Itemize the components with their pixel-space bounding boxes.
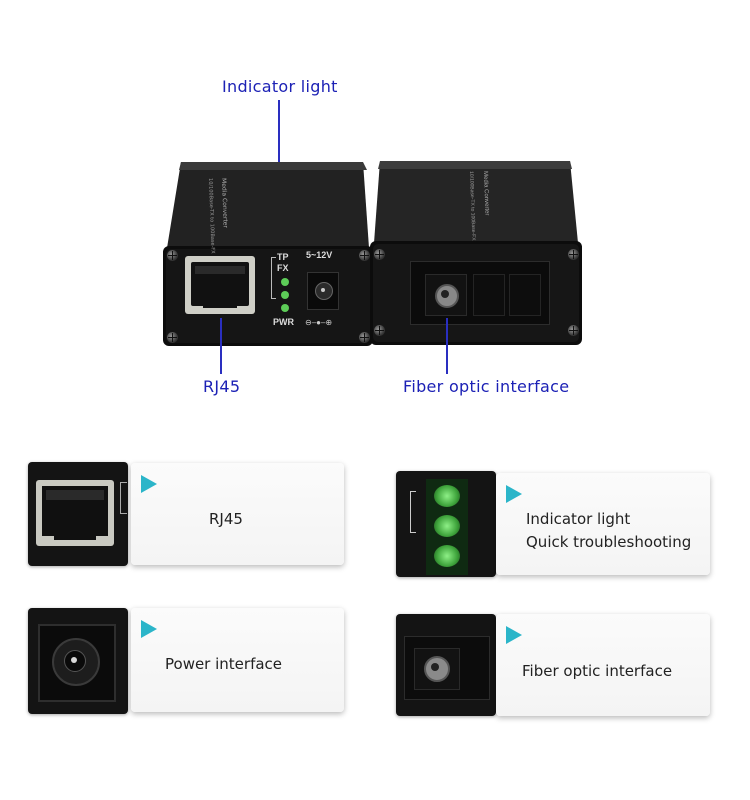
- screw-icon: [568, 325, 579, 336]
- led-green-icon: [434, 485, 460, 507]
- media-converter-right: Media Converter 10/100Base-TX to 100Base…: [370, 157, 584, 347]
- screw-icon: [167, 332, 178, 343]
- screw-icon: [374, 249, 385, 260]
- screw-icon: [359, 250, 370, 261]
- fiber-interface-thumbnail: [396, 614, 496, 716]
- fiber-interface-feature-card: Fiber optic interface: [496, 614, 710, 716]
- feature-title: Indicator light: [526, 510, 631, 528]
- fiber-callout: Fiber optic interface: [403, 377, 570, 396]
- led-tp: [281, 278, 289, 286]
- led-green-icon: [434, 545, 460, 567]
- screw-icon: [167, 250, 178, 261]
- power-interface-thumbnail: [28, 608, 128, 714]
- pwr-label: PWR: [273, 317, 294, 327]
- indicator-light-callout: Indicator light: [222, 77, 338, 96]
- polarity-symbol: ⊖–●–⊕: [305, 318, 333, 327]
- media-converter-left: Media Converter 10/100Base-TX to 100Base…: [163, 160, 375, 348]
- fx-label: FX: [277, 263, 289, 273]
- tp-label: TP: [277, 252, 289, 262]
- arrow-icon: [141, 475, 157, 493]
- arrow-icon: [506, 485, 522, 503]
- fiber-leader-line: [446, 318, 448, 374]
- indicator-light-thumbnail: [396, 471, 496, 577]
- screw-icon: [359, 332, 370, 343]
- sc-fiber-port: [410, 261, 550, 325]
- rj45-feature-card: RJ45: [131, 463, 344, 565]
- feature-subtitle: Quick troubleshooting: [526, 533, 692, 551]
- rj45-port: [185, 256, 255, 314]
- rj45-callout: RJ45: [203, 377, 241, 396]
- arrow-icon: [141, 620, 157, 638]
- feature-title: Power interface: [165, 655, 283, 673]
- power-interface-feature-card: Power interface: [131, 608, 344, 712]
- feature-title: Fiber optic interface: [522, 662, 673, 680]
- dc-power-jack: [307, 272, 339, 310]
- feature-title: RJ45: [209, 510, 243, 528]
- arrow-icon: [506, 626, 522, 644]
- screw-icon: [568, 249, 579, 260]
- led-green-icon: [434, 515, 460, 537]
- rj45-leader-line: [220, 318, 222, 374]
- led-fx: [281, 291, 289, 299]
- led-bracket: [271, 257, 276, 299]
- rj45-thumbnail: [28, 462, 128, 566]
- led-pwr: [281, 304, 289, 312]
- indicator-light-feature-card: Indicator light Quick troubleshooting: [496, 473, 710, 575]
- screw-icon: [374, 325, 385, 336]
- voltage-label: 5~12V: [306, 250, 333, 260]
